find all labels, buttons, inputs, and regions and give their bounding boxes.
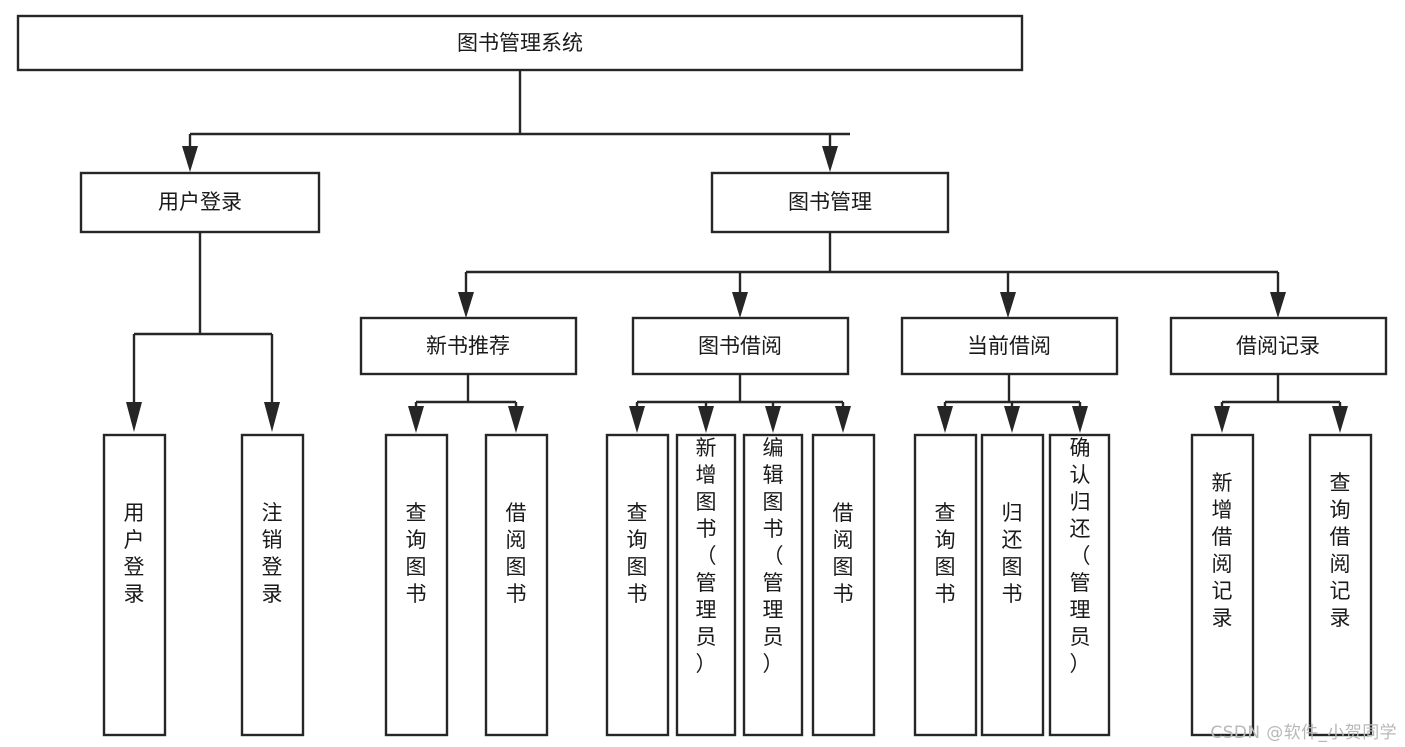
node-leaf-query-book-2[interactable]: 查询图书 <box>605 433 670 737</box>
node-leaf-add-book[interactable]: 新增图书（管理员） <box>675 433 737 737</box>
arrow-to-leaf-logout <box>264 402 280 432</box>
node-leaf-confirm-return[interactable]: 确认归还（管理员） <box>1048 433 1111 737</box>
arrow-to-leaf-add-book <box>698 406 714 433</box>
node-leaf-logout-box[interactable] <box>240 433 305 737</box>
node-leaf-query-book-1[interactable]: 查询图书 <box>384 433 449 737</box>
node-leaf-query-book-2-label: 查询图书 <box>627 501 648 606</box>
node-leaf-logout-label: 注销登录 <box>262 501 283 606</box>
node-book-borrow[interactable]: 图书借阅 <box>631 316 850 376</box>
arrow-to-leaf-query-book-3 <box>937 406 953 433</box>
arrow-to-user-login <box>182 146 198 172</box>
node-new-book-recommend-box[interactable] <box>359 316 578 376</box>
node-leaf-user-login-label: 用户登录 <box>124 501 145 606</box>
arrow-to-leaf-borrow-book-1 <box>508 406 524 433</box>
arrow-to-borrow-record <box>1270 292 1286 318</box>
node-leaf-query-book-1-label: 查询图书 <box>406 501 427 606</box>
arrow-to-leaf-edit-book <box>765 406 781 433</box>
arrow-to-current-borrow <box>1000 292 1016 318</box>
node-leaf-query-record-box[interactable] <box>1308 433 1373 737</box>
node-leaf-logout[interactable]: 注销登录 <box>240 433 305 737</box>
node-user-login[interactable]: 用户登录 <box>79 171 321 234</box>
node-leaf-borrow-book-1-label: 借阅图书 <box>506 501 527 606</box>
node-leaf-user-login[interactable]: 用户登录 <box>102 433 167 737</box>
node-root-label: 图书管理系统 <box>457 31 583 55</box>
node-borrow-record-label: 借阅记录 <box>1236 334 1320 358</box>
node-leaf-query-book-1-box[interactable] <box>384 433 449 737</box>
node-leaf-borrow-book-1-box[interactable] <box>484 433 549 737</box>
node-current-borrow[interactable]: 当前借阅 <box>900 316 1119 376</box>
node-leaf-borrow-book-1[interactable]: 借阅图书 <box>484 433 549 737</box>
arrow-to-leaf-query-record <box>1332 406 1348 433</box>
node-leaf-confirm-return-label: 确认归还（管理员） <box>1070 436 1091 676</box>
node-book-borrow-label: 图书借阅 <box>698 334 782 358</box>
node-leaf-query-book-2-box[interactable] <box>605 433 670 737</box>
node-leaf-user-login-box[interactable] <box>102 433 167 737</box>
arrow-to-leaf-return-book <box>1004 406 1020 433</box>
node-leaf-add-record-label: 新增借阅记录 <box>1212 471 1233 630</box>
node-current-borrow-label: 当前借阅 <box>967 334 1051 358</box>
arrow-to-leaf-user-login <box>126 402 142 432</box>
node-leaf-borrow-book-2-label: 借阅图书 <box>833 501 854 606</box>
node-leaf-return-book[interactable]: 归还图书 <box>980 433 1045 737</box>
node-root-box[interactable] <box>16 14 1024 72</box>
node-user-login-box[interactable] <box>79 171 321 234</box>
node-book-manage[interactable]: 图书管理 <box>710 171 950 234</box>
node-leaf-edit-book[interactable]: 编辑图书（管理员） <box>742 433 804 737</box>
node-leaf-borrow-book-2[interactable]: 借阅图书 <box>811 433 876 737</box>
node-leaf-confirm-return-box[interactable] <box>1048 433 1111 737</box>
node-leaf-query-record[interactable]: 查询借阅记录 <box>1308 433 1373 737</box>
node-leaf-query-record-label: 查询借阅记录 <box>1330 471 1351 630</box>
node-book-manage-box[interactable] <box>710 171 950 234</box>
connector-layer <box>126 70 1348 433</box>
node-root[interactable]: 图书管理系统 <box>16 14 1024 72</box>
node-leaf-edit-book-box[interactable] <box>742 433 804 737</box>
node-borrow-record-box[interactable] <box>1169 316 1388 376</box>
node-leaf-add-record[interactable]: 新增借阅记录 <box>1190 433 1255 737</box>
node-current-borrow-box[interactable] <box>900 316 1119 376</box>
node-user-login-label: 用户登录 <box>158 190 242 214</box>
node-leaf-add-record-box[interactable] <box>1190 433 1255 737</box>
arrow-to-leaf-borrow-book-2 <box>835 406 851 433</box>
arrow-to-leaf-confirm-return <box>1072 406 1088 433</box>
node-leaf-add-book-box[interactable] <box>675 433 737 737</box>
node-new-book-recommend-label: 新书推荐 <box>426 334 510 358</box>
node-leaf-borrow-book-2-box[interactable] <box>811 433 876 737</box>
arrow-to-leaf-query-book-2 <box>629 406 645 433</box>
arrow-to-new-book-recommend <box>458 292 474 318</box>
node-leaf-return-book-box[interactable] <box>980 433 1045 737</box>
node-leaf-query-book-3[interactable]: 查询图书 <box>913 433 978 737</box>
node-leaf-query-book-3-label: 查询图书 <box>935 501 956 606</box>
node-new-book-recommend[interactable]: 新书推荐 <box>359 316 578 376</box>
arrow-to-book-manage <box>822 146 838 172</box>
arrow-to-leaf-query-book-1 <box>408 406 424 433</box>
node-leaf-edit-book-label: 编辑图书（管理员） <box>763 436 784 676</box>
node-borrow-record[interactable]: 借阅记录 <box>1169 316 1388 376</box>
node-leaf-query-book-3-box[interactable] <box>913 433 978 737</box>
node-book-manage-label: 图书管理 <box>788 190 872 214</box>
node-book-borrow-box[interactable] <box>631 316 850 376</box>
arrow-to-leaf-add-record <box>1214 406 1230 433</box>
arrow-to-book-borrow <box>732 292 748 318</box>
node-leaf-add-book-label: 新增图书（管理员） <box>696 436 717 676</box>
node-leaf-return-book-label: 归还图书 <box>1002 501 1023 606</box>
